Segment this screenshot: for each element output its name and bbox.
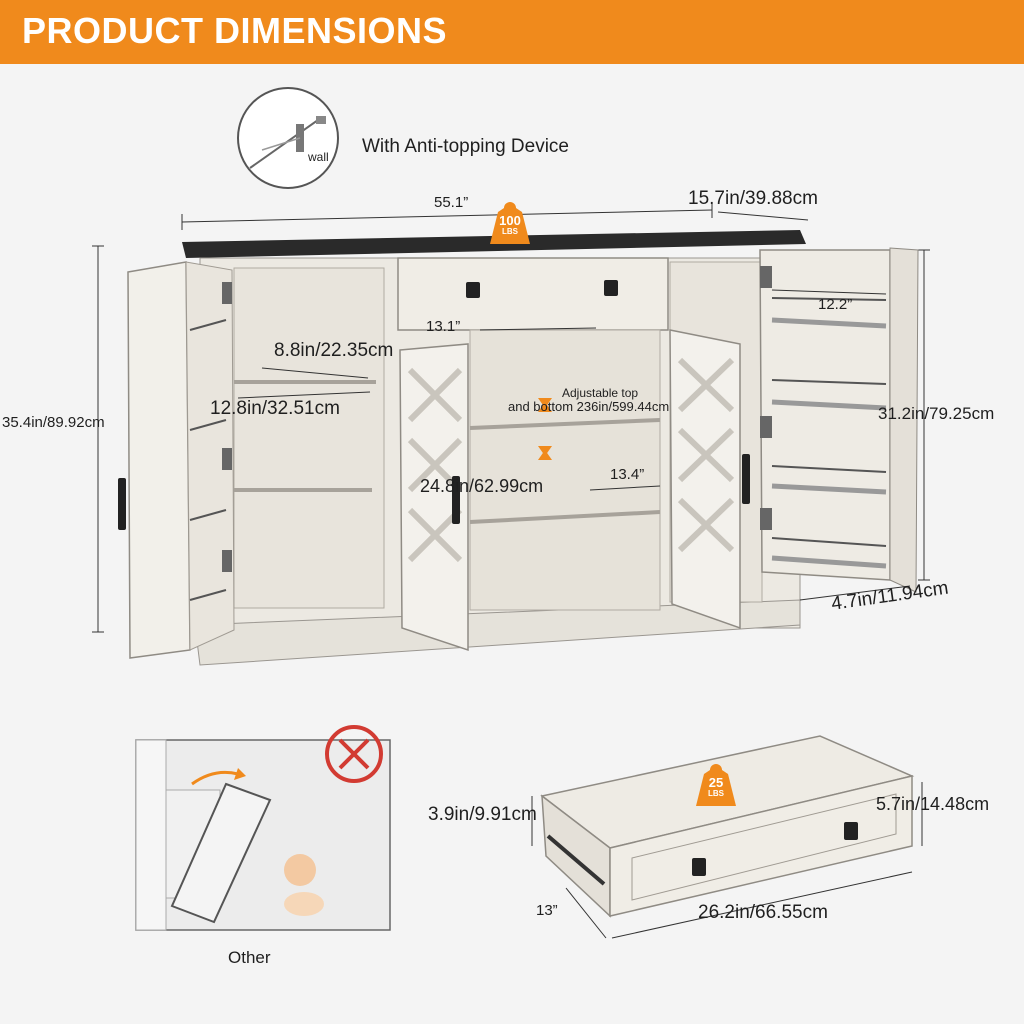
drawer-weight-value: 25 [708, 775, 724, 790]
right-shelf-dimension-line [771, 289, 887, 295]
drawer-box [540, 735, 915, 918]
depth-label: 15.7in/39.88cm [688, 188, 818, 209]
top-weight-unit: LBS [502, 227, 518, 236]
page-title: PRODUCT DIMENSIONS [22, 10, 448, 51]
prohibited-icon [325, 725, 383, 783]
top-weight-badge-icon: 100 LBS [488, 202, 532, 246]
drawer-depth-label: 13” [536, 902, 558, 919]
anti-tip-device-graphic [237, 87, 339, 189]
left-shelf-dimension-lines [237, 367, 371, 399]
height-label: 35.4in/89.92cm [2, 414, 105, 431]
left-shelf-depth-label: 8.8in/22.35cm [274, 340, 394, 361]
height-dimension-line [92, 245, 104, 633]
drawer-dimension-lines [531, 782, 923, 939]
width-label: 55.1” [434, 194, 469, 211]
center-width-label: 24.8in/62.99cm [420, 476, 544, 496]
center-depth-label: 13.4” [610, 466, 645, 483]
width-dimension-line [181, 202, 713, 230]
drawer-outer-height-label: 5.7in/14.48cm [876, 794, 990, 814]
sideboard-cabinet [118, 230, 919, 666]
header-banner: PRODUCT DIMENSIONS [0, 0, 1024, 64]
drawer-width-label: 26.2in/66.55cm [698, 902, 828, 923]
anti-tip-label: With Anti-topping Device [362, 136, 569, 157]
door-width-label: 13.1” [426, 318, 461, 335]
adjustable-label-line1: Adjustable top [562, 386, 639, 400]
drawer-weight-badge-icon: 25 LBS [694, 764, 738, 808]
foot-dimension-line [799, 585, 911, 601]
center-shelf-dimension-lines [479, 327, 661, 491]
depth-dimension-line [717, 211, 809, 221]
other-label: Other [228, 948, 271, 967]
top-weight-value: 100 [499, 213, 521, 228]
wall-label: wall [308, 150, 329, 164]
adjustable-label-line2: and bottom 236in/599.44cm [508, 399, 670, 414]
right-door-width-label: 12.2” [818, 296, 853, 313]
drawer-inner-height-label: 3.9in/9.91cm [428, 804, 537, 825]
right-height-dimension-line [918, 249, 930, 581]
right-height-label: 31.2in/79.25cm [878, 404, 995, 423]
adjustable-arrows [538, 398, 552, 460]
left-shelf-width-label: 12.8in/32.51cm [210, 398, 340, 419]
drawer-weight-unit: LBS [708, 789, 724, 798]
other-cabinet-panel [135, 739, 391, 931]
